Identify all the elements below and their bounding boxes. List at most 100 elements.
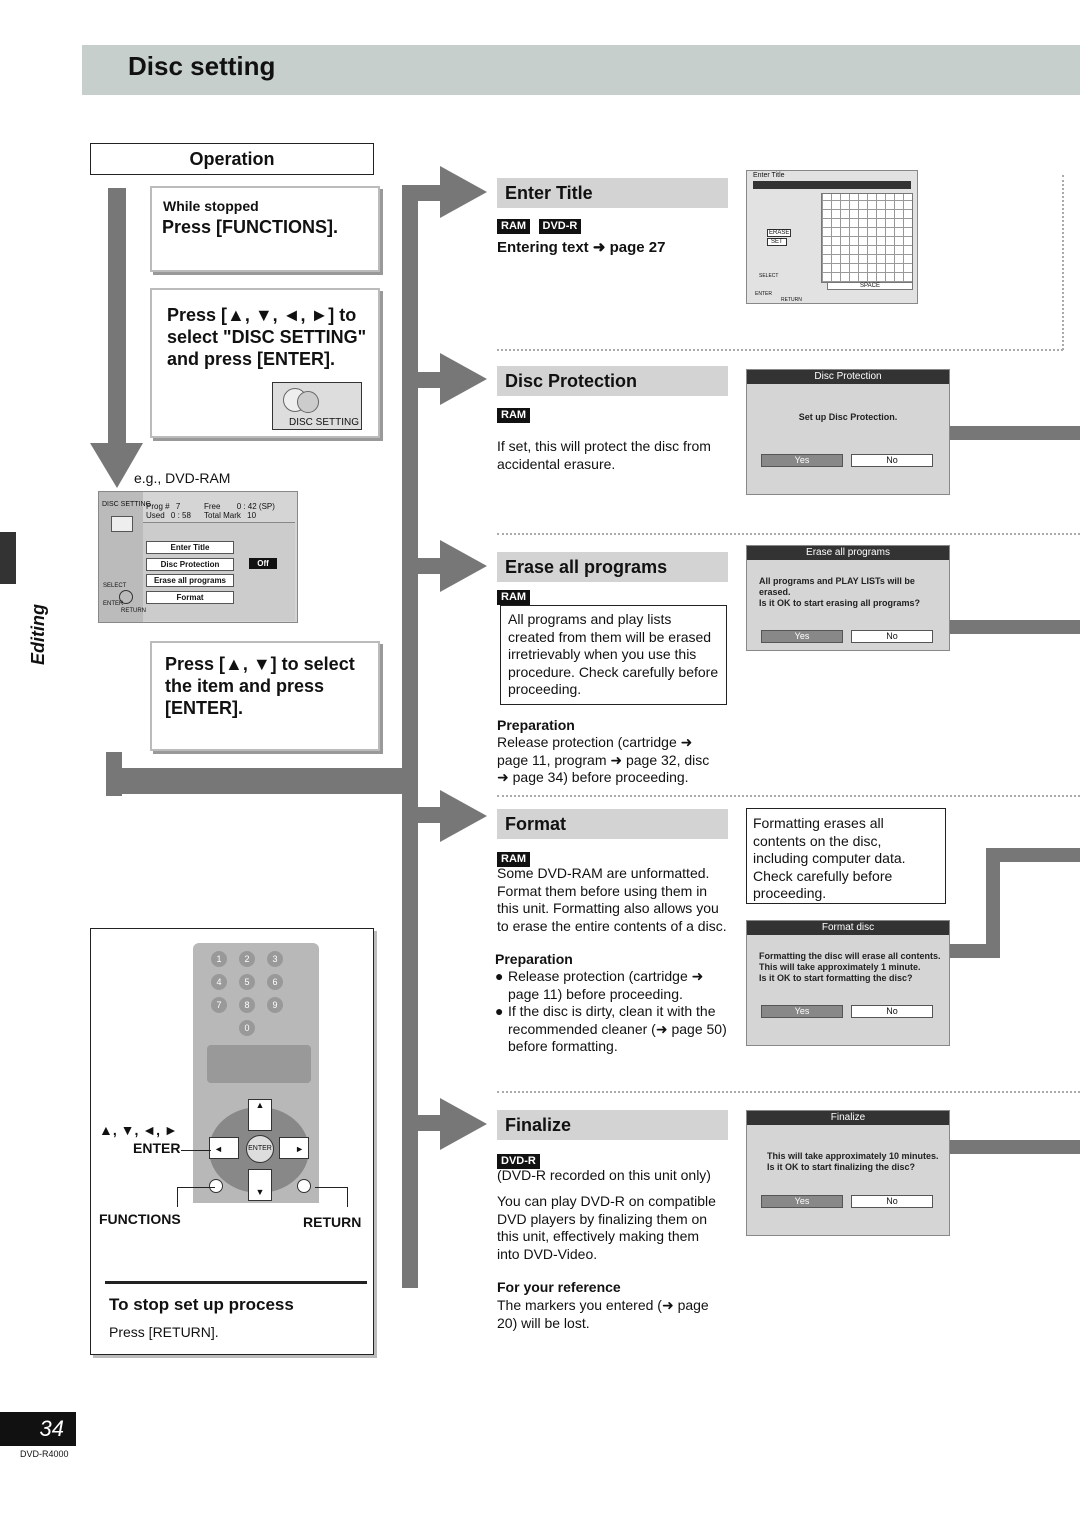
page-header: Disc setting	[82, 45, 1080, 95]
finalize-dialog: Finalize This will take approximately 10…	[746, 1110, 950, 1236]
stop-text: Press [RETURN].	[109, 1324, 219, 1340]
tags-format: RAM	[497, 849, 534, 867]
section-title-enter-title: Enter Title	[497, 178, 728, 208]
no-button[interactable]: No	[851, 454, 933, 467]
tags-finalize: DVD-R	[497, 1151, 544, 1169]
enter-key[interactable]: ENTER	[246, 1135, 274, 1163]
enter-title-text: Entering text ➜ page 27	[497, 239, 666, 256]
erase-prep-text: Release protection (cartridge ➜ page 11,…	[497, 734, 710, 785]
free-label: Free	[204, 502, 221, 511]
format-prep-item-1-text: Release protection (cartridge ➜ page 11)…	[508, 968, 704, 1002]
key-9[interactable]: 9	[267, 997, 283, 1013]
page-title: Disc setting	[128, 51, 276, 81]
dotted-divider	[497, 795, 1080, 797]
key-3[interactable]: 3	[267, 951, 283, 967]
disc-setting-icon: DISC SETTING	[272, 382, 362, 430]
tags-enter-title: RAM DVD-R	[497, 216, 585, 234]
dialog-title: Finalize	[747, 1111, 949, 1125]
dialog-title: Disc Protection	[747, 370, 949, 384]
section-title-format: Format	[497, 809, 728, 839]
key-2[interactable]: 2	[239, 951, 255, 967]
right-key[interactable]: ►	[279, 1137, 309, 1159]
protection-value: Off	[249, 558, 277, 569]
disc-setting-screen: DISC SETTING Prog # 7 Used 0 : 58 Free 0…	[98, 491, 298, 623]
no-button[interactable]: No	[851, 630, 933, 643]
title-input-field[interactable]	[753, 181, 911, 189]
section-title-finalize: Finalize	[497, 1110, 728, 1140]
step-1-condition: While stopped	[163, 198, 259, 214]
prog-value: 7	[175, 502, 181, 511]
dialog-message: Formatting the disc will erase all conte…	[759, 951, 941, 983]
key-1[interactable]: 1	[211, 951, 227, 967]
yes-button[interactable]: Yes	[761, 1005, 843, 1018]
prog-info: Prog # 7	[146, 502, 180, 511]
left-key[interactable]: ◄	[209, 1137, 239, 1159]
model-number: DVD-R4000	[20, 1449, 69, 1459]
dialog-title: Format disc	[747, 921, 949, 935]
key-0[interactable]: 0	[239, 1020, 255, 1036]
format-prep-title: Preparation	[495, 951, 573, 967]
menu-item-disc-protection[interactable]: Disc Protection	[146, 558, 234, 571]
format-prep-item-2: ● If the disc is dirty, clean it with th…	[495, 1003, 727, 1056]
tags-disc-protection: RAM	[497, 405, 534, 423]
key-6[interactable]: 6	[267, 974, 283, 990]
tag-ram: RAM	[497, 219, 531, 234]
page-number: 34	[39, 1416, 64, 1441]
step-3-instruction: Press [▲, ▼] to select the item and pres…	[165, 654, 355, 718]
disc-icon	[297, 391, 319, 413]
no-button[interactable]: No	[851, 1195, 933, 1208]
step-2-card: Press [▲, ▼, ◄, ►] to select "DISC SETTI…	[150, 288, 380, 438]
disc-icon	[111, 516, 133, 532]
space-label[interactable]: SPACE	[827, 282, 913, 290]
set-label[interactable]: SET	[767, 238, 787, 246]
erase-label[interactable]: ERASE	[767, 229, 792, 237]
callout-line	[315, 1187, 347, 1188]
total-mark-value: 10	[247, 511, 257, 520]
key-5[interactable]: 5	[239, 974, 255, 990]
return-callout: RETURN	[303, 1214, 362, 1230]
tag-ram: RAM	[497, 852, 531, 867]
select-label: SELECT	[759, 273, 779, 279]
menu-item-format[interactable]: Format	[146, 591, 234, 604]
disc-setting-icon-label: DISC SETTING	[288, 417, 359, 428]
finalize-ref-title: For your reference	[497, 1279, 621, 1295]
callout-line	[181, 1150, 211, 1151]
yes-button[interactable]: Yes	[761, 1195, 843, 1208]
disc-protection-dialog: Disc Protection Set up Disc Protection. …	[746, 369, 950, 495]
dialog-message: All programs and PLAY LISTs will be eras…	[759, 576, 921, 608]
side-tab-marker	[0, 532, 16, 584]
yes-button[interactable]: Yes	[761, 454, 843, 467]
down-key[interactable]: ▼	[248, 1169, 272, 1201]
format-text: Some DVD-RAM are unformatted. Format the…	[497, 865, 727, 934]
menu-item-enter-title[interactable]: Enter Title	[146, 541, 234, 554]
prog-label: Prog #	[146, 502, 170, 511]
key-4[interactable]: 4	[211, 974, 227, 990]
finalize-text: You can play DVD-R on compatible DVD pla…	[497, 1193, 716, 1262]
up-key[interactable]: ▲	[248, 1099, 272, 1131]
section-title-erase-all: Erase all programs	[497, 552, 728, 582]
functions-key[interactable]	[209, 1179, 223, 1193]
section-title-disc-protection: Disc Protection	[497, 366, 728, 396]
return-key[interactable]	[297, 1179, 311, 1193]
dotted-divider	[1062, 175, 1064, 350]
key-8[interactable]: 8	[239, 997, 255, 1013]
bullet-icon: ●	[495, 968, 504, 984]
callout-line	[177, 1187, 178, 1207]
example-label: e.g., DVD-RAM	[134, 470, 231, 486]
menu-item-erase-all[interactable]: Erase all programs	[146, 574, 234, 587]
no-button[interactable]: No	[851, 1005, 933, 1018]
key-7[interactable]: 7	[211, 997, 227, 1013]
enter-label: ENTER	[103, 601, 124, 607]
yes-button[interactable]: Yes	[761, 630, 843, 643]
character-grid[interactable]	[821, 193, 913, 283]
playback-keys	[207, 1045, 311, 1083]
dotted-divider	[497, 533, 1080, 535]
dialog-title: Erase all programs	[747, 546, 949, 560]
erase-all-dialog: Erase all programs All programs and PLAY…	[746, 545, 950, 651]
remote-panel: 1 2 3 4 5 6 7 8 9 0 ▲ ▼ ◄ ► ENTER ▲, ▼, …	[90, 928, 374, 1355]
page-number-box: 34	[0, 1412, 76, 1446]
return-label: RETURN	[781, 297, 802, 303]
dialog-message: This will take approximately 10 minutes.…	[767, 1151, 939, 1172]
used-value: 0 : 58	[170, 511, 191, 520]
